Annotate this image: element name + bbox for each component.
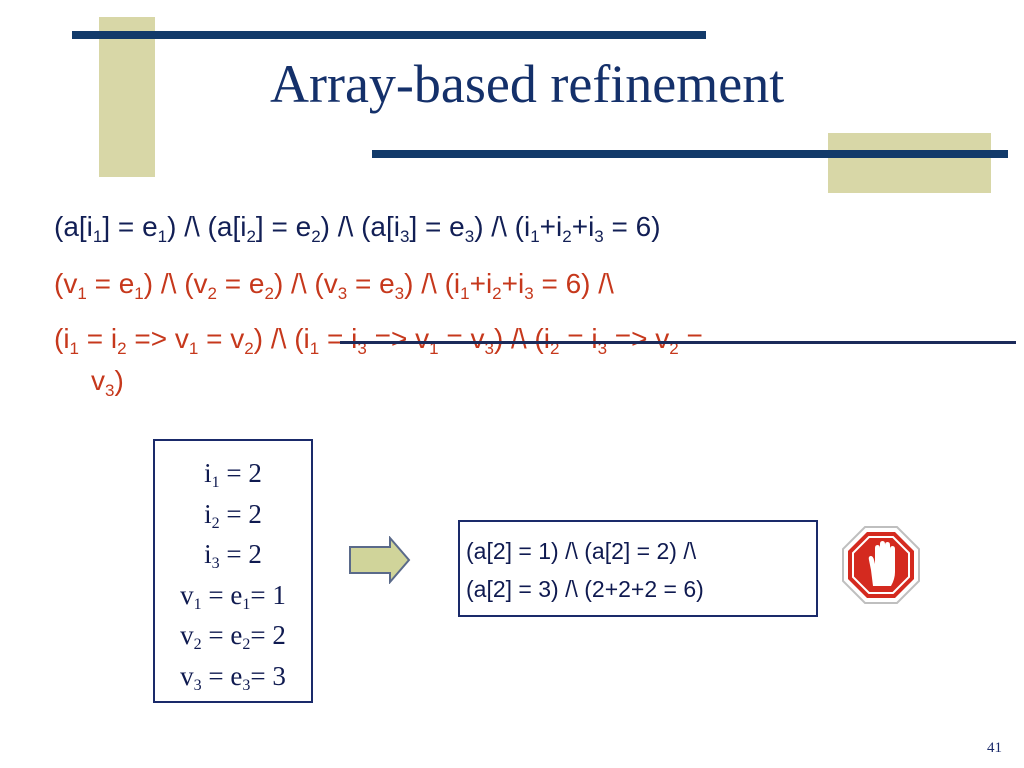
subscript: 1 [242, 595, 251, 613]
subscript: 3 [400, 227, 410, 246]
formula-line-3: (i1 = i2 => v1 = v2) /\ (i1 = i3 => v1 =… [54, 323, 703, 358]
subscript: 1 [429, 339, 439, 358]
formula-line-3-continuation: v3) [91, 365, 124, 400]
formula-line-1: (a[i1] = e1) /\ (a[i2] = e2) /\ (a[i3] =… [54, 211, 661, 246]
subscript: 1 [157, 227, 168, 246]
subscript: 2 [242, 636, 251, 653]
subscript: 2 [492, 284, 502, 303]
slide-title: Array-based refinement [270, 54, 785, 114]
result-line-1: (a[2] = 1) /\ (a[2] = 2) /\ [466, 538, 697, 564]
subscript: 2 [311, 227, 321, 246]
subscript: 1 [211, 474, 220, 491]
decorative-vertical-bar [99, 17, 155, 177]
subscript: 3 [337, 284, 348, 303]
subscript: 2 [246, 227, 256, 246]
subscript: 2 [264, 284, 274, 303]
subscript: 1 [530, 227, 540, 246]
subscript: 1 [309, 339, 320, 358]
assignment-line: v2 = e2= 2 [180, 620, 286, 653]
subscript: 3 [464, 227, 475, 246]
assignment-box: i1 = 2 i2 = 2 i3 = 2 v1 = e1= 1 v2 = e2=… [153, 439, 313, 703]
subscript: 3 [484, 339, 494, 358]
subscript: 3 [594, 227, 604, 246]
assignment-line: i2 = 2 [204, 498, 262, 532]
subscript: 3 [193, 676, 202, 694]
subscript: 1 [92, 227, 103, 246]
right-arrow-icon [349, 536, 411, 584]
page-number: 41 [987, 740, 1002, 756]
subscript: 2 [669, 339, 679, 358]
subscript: 2 [117, 339, 127, 358]
subscript: 1 [69, 339, 80, 358]
assignment-line: v1 = e1= 1 [180, 579, 286, 613]
subscript: 1 [188, 339, 199, 358]
assignment-line: i1 = 2 [204, 458, 262, 491]
result-box: (a[2] = 1) /\ (a[2] = 2) /\ (a[2] = 3) /… [458, 520, 818, 617]
subscript: 3 [242, 676, 251, 694]
assignment-line: v3 = e3= 3 [180, 660, 286, 694]
subscript: 2 [549, 339, 560, 358]
decorative-bottom-line [372, 150, 1008, 158]
subscript: 2 [207, 284, 217, 303]
subscript: 3 [211, 555, 220, 572]
subscript: 2 [562, 227, 572, 246]
assignment-line: i3 = 2 [204, 539, 262, 572]
subscript: 3 [524, 284, 534, 303]
decorative-right-block [828, 133, 991, 193]
strikethrough-line [340, 341, 1016, 344]
subscript: 2 [244, 339, 254, 358]
subscript: 2 [193, 636, 202, 653]
subscript: 3 [394, 284, 405, 303]
subscript: 2 [211, 514, 220, 532]
formula-line-2: (v1 = e1) /\ (v2 = e2) /\ (v3 = e3) /\ (… [54, 268, 614, 303]
subscript: 1 [77, 284, 87, 303]
subscript: 3 [597, 339, 608, 358]
subscript: 3 [105, 381, 115, 400]
decorative-top-line [72, 31, 706, 39]
subscript: 3 [357, 339, 367, 358]
subscript: 1 [193, 595, 202, 613]
subscript: 1 [460, 284, 470, 303]
subscript: 1 [134, 284, 144, 303]
result-line-2: (a[2] = 3) /\ (2+2+2 = 6) [466, 576, 704, 602]
stop-sign-icon [842, 526, 920, 604]
